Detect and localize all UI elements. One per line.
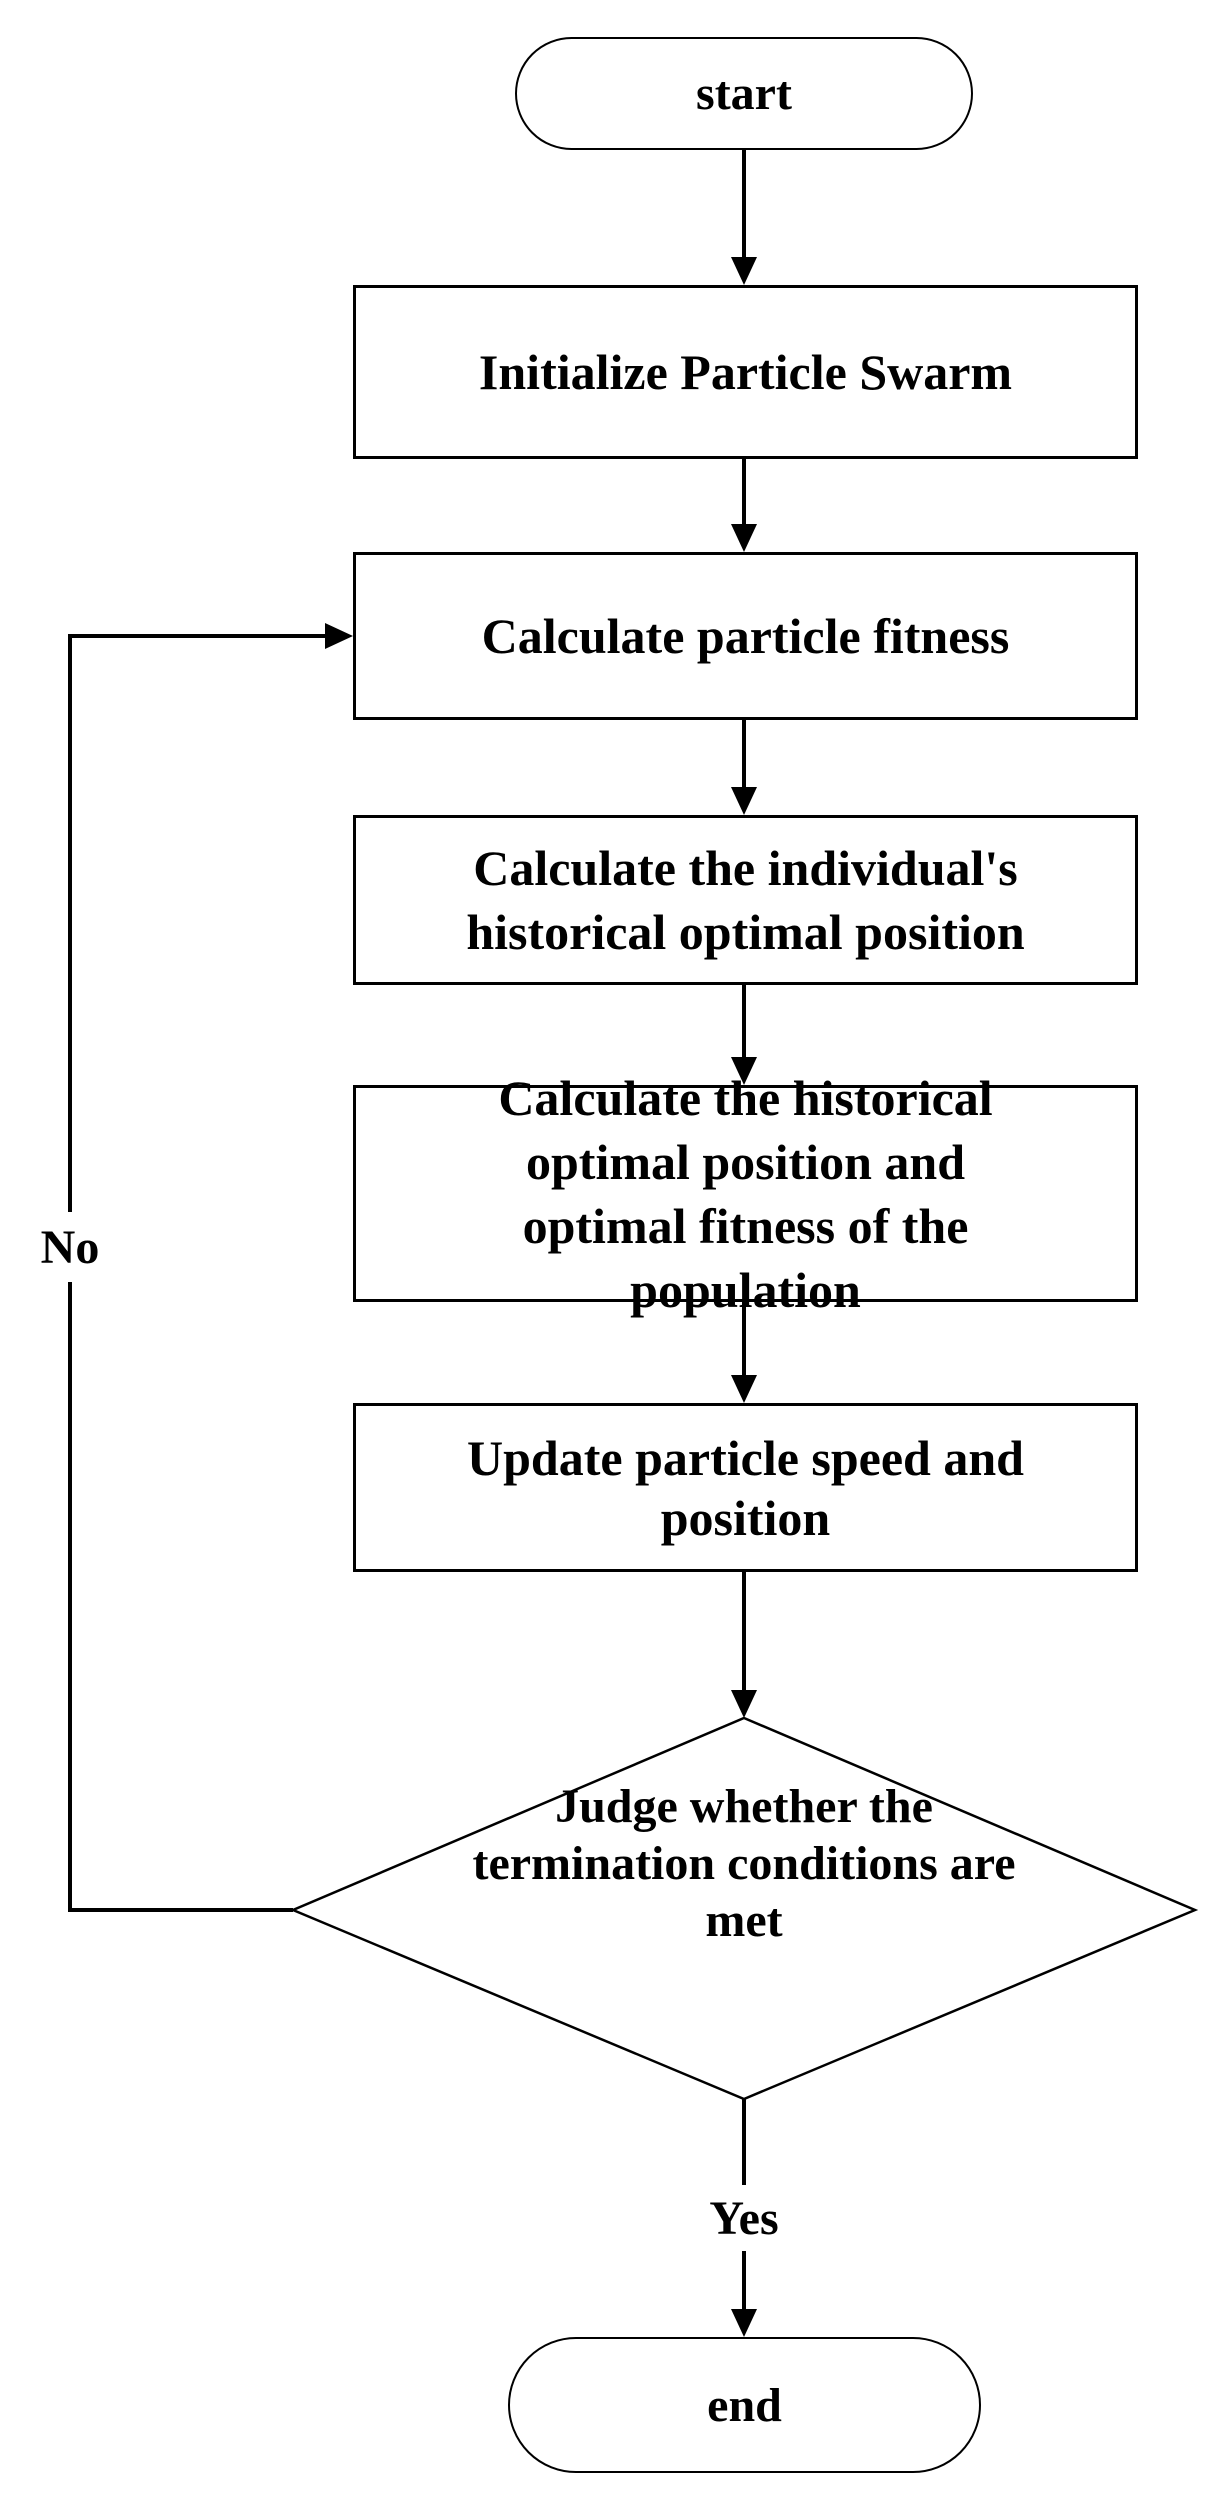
node-update-speed-position: Update particle speed and position bbox=[353, 1403, 1138, 1572]
arrowhead-update-judge bbox=[731, 1690, 757, 1718]
arrowhead-judge-fitness bbox=[325, 623, 353, 649]
node-end: end bbox=[508, 2337, 981, 2473]
node-judge-label: Judge whether the termination conditions… bbox=[472, 1780, 1016, 1947]
edge-label-yes: Yes bbox=[664, 2185, 824, 2251]
node-calculate-particle-fitness: Calculate particle fitness bbox=[353, 552, 1138, 720]
node-individual-optimal-position: Calculate the individual's historical op… bbox=[353, 815, 1138, 985]
node-judge-diamond bbox=[289, 1716, 1199, 2101]
node-fitness-label: Calculate particle fitness bbox=[481, 608, 1010, 664]
node-initialize-particle-swarm: Initialize Particle Swarm bbox=[353, 285, 1138, 459]
arrowhead-population-update bbox=[731, 1375, 757, 1403]
node-update-label: Update particle speed and position bbox=[467, 1429, 1024, 1546]
no-label-text: No bbox=[40, 1220, 100, 1274]
node-start: start bbox=[515, 37, 973, 150]
arrowhead-fitness-individual bbox=[731, 787, 757, 815]
node-population-optimal: Calculate the historical optimal positio… bbox=[353, 1070, 1138, 1318]
arrowhead-individual-population bbox=[731, 1057, 757, 1085]
node-end-label: end bbox=[707, 2378, 782, 2432]
arrowhead-initialize-fitness bbox=[731, 524, 757, 552]
arrowhead-judge-end bbox=[731, 2309, 757, 2337]
edge-label-no: No bbox=[0, 1212, 140, 1282]
node-initialize-label: Initialize Particle Swarm bbox=[478, 344, 1013, 400]
node-population-label: Calculate the historical optimal positio… bbox=[498, 1069, 993, 1318]
yes-label-text: Yes bbox=[709, 2191, 779, 2245]
arrowhead-start-initialize bbox=[731, 257, 757, 285]
node-start-label: start bbox=[696, 67, 792, 120]
node-individual-label: Calculate the individual's historical op… bbox=[466, 840, 1025, 960]
